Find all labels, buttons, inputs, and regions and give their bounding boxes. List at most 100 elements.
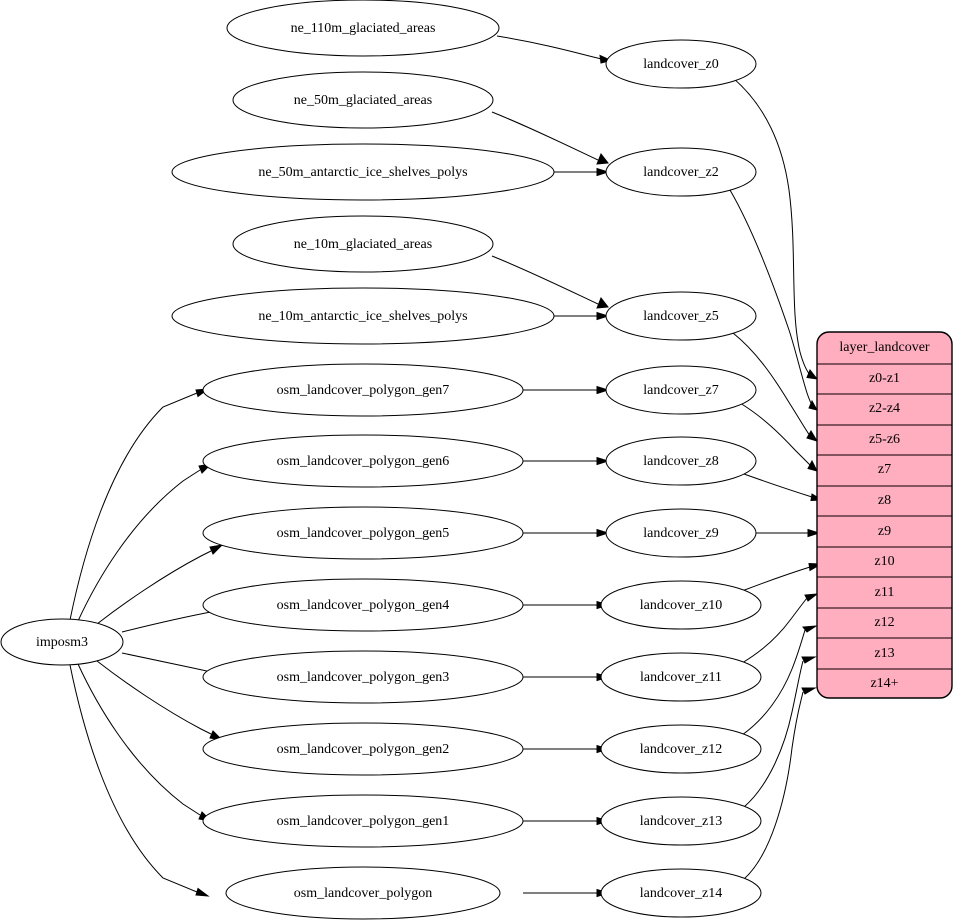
ellipse-shape (0, 618, 124, 666)
table-outline (816, 331, 953, 699)
edge-group-landcover-to-table (729, 77, 824, 880)
node-ne_50m_glaciated_areas[interactable]: ne_50m_glaciated_areas (232, 71, 494, 129)
node-landcover_z5[interactable]: landcover_z5 (605, 291, 757, 341)
node-label: osm_landcover_polygon_gen5 (277, 526, 450, 541)
node-ne_110m_glaciated_areas[interactable]: ne_110m_glaciated_areas (226, 0, 500, 57)
node-label: landcover_z0 (643, 57, 718, 72)
node-label: landcover_z14 (640, 886, 722, 901)
table-row-z5-z6[interactable]: z5-z6 (869, 432, 900, 447)
node-label: osm_landcover_polygon_gen2 (277, 742, 450, 757)
node-label: landcover_z7 (643, 383, 718, 398)
table-header-label: layer_landcover (839, 340, 930, 355)
table-row-z9[interactable]: z9 (878, 524, 891, 539)
ellipse-shape (171, 287, 555, 345)
table-row-z8[interactable]: z8 (878, 493, 891, 508)
edge-z10-to-row-z10 (741, 566, 811, 592)
node-ne_50m_antarctic_ice_shelves_polys[interactable]: ne_50m_antarctic_ice_shelves_polys (171, 143, 555, 201)
node-osm_landcover_polygon_gen2[interactable]: osm_landcover_polygon_gen2 (202, 722, 524, 776)
table-row-z14-plus[interactable]: z14+ (870, 676, 898, 691)
node-label: osm_landcover_polygon_gen1 (277, 814, 450, 829)
edge-z11-to-row-z11 (741, 597, 808, 664)
layer-landcover-table[interactable]: layer_landcover z0-z1 z2-z4 z5-z6 z7 z8 … (816, 331, 953, 699)
node-osm_landcover_polygon_gen7[interactable]: osm_landcover_polygon_gen7 (202, 363, 524, 417)
edge-imposm3-to-gen1 (77, 663, 201, 816)
arrowhead-ne50ant-to-z2 (596, 167, 610, 177)
node-landcover_z7[interactable]: landcover_z7 (605, 365, 757, 415)
edge-imposm3-to-gen5 (96, 550, 212, 625)
node-imposm3[interactable]: imposm3 (0, 618, 124, 666)
arrowhead-z2-to-row-z2z4 (808, 399, 818, 411)
arrowhead-z11-to-row-z11 (804, 593, 819, 602)
arrowhead-ne10glac-to-z5 (596, 297, 609, 309)
table-row-z0-z1[interactable]: z0-z1 (869, 371, 900, 386)
node-landcover_z12[interactable]: landcover_z12 (600, 724, 762, 774)
node-label: landcover_z13 (640, 814, 722, 829)
node-osm_landcover_polygon[interactable]: osm_landcover_polygon (225, 866, 501, 920)
table-row-z10[interactable]: z10 (874, 554, 894, 569)
ellipse-shape (202, 794, 524, 848)
node-ne_10m_antarctic_ice_shelves_polys[interactable]: ne_10m_antarctic_ice_shelves_polys (171, 287, 555, 345)
edge-z12-to-row-z12 (741, 629, 806, 736)
node-landcover_z10[interactable]: landcover_z10 (600, 580, 762, 630)
arrowhead-z12-to-row-z12 (802, 625, 818, 633)
table-row-z12[interactable]: z12 (874, 615, 894, 630)
ellipse-shape (202, 650, 524, 704)
edge-group-osm-to-landcover (523, 385, 610, 898)
edge-imposm3-to-gen6 (77, 469, 201, 622)
edge-z8-to-row-z8 (743, 473, 813, 498)
arrowhead-imposm3-to-osmpoly (195, 887, 210, 897)
node-osm_landcover_polygon_gen5[interactable]: osm_landcover_polygon_gen5 (202, 506, 524, 560)
ellipse-shape (600, 796, 762, 846)
ellipse-shape (202, 722, 524, 776)
ellipse-shape (232, 215, 494, 273)
node-label: landcover_z2 (643, 165, 718, 180)
ellipse-shape (605, 508, 757, 558)
ellipse-shape (202, 578, 524, 632)
arrowhead-z0-to-row-z0z1 (806, 369, 819, 380)
edge-z0-to-row-z0z1 (732, 77, 811, 376)
ellipse-shape (232, 71, 494, 129)
ellipse-shape (202, 363, 524, 417)
node-label: osm_landcover_polygon_gen3 (277, 670, 450, 685)
node-osm_landcover_polygon_gen6[interactable]: osm_landcover_polygon_gen6 (202, 434, 524, 488)
node-label: landcover_z8 (643, 454, 718, 469)
ellipse-shape (605, 291, 757, 341)
node-label: landcover_z12 (640, 742, 722, 757)
ellipse-shape (202, 506, 524, 560)
node-landcover_z14[interactable]: landcover_z14 (600, 868, 762, 918)
arrowhead-gen6-to-z8 (596, 456, 610, 466)
table-row-z7[interactable]: z7 (878, 462, 891, 477)
node-landcover_z9[interactable]: landcover_z9 (605, 508, 757, 558)
node-landcover_z11[interactable]: landcover_z11 (600, 652, 762, 702)
table-row-z2-z4[interactable]: z2-z4 (869, 401, 900, 416)
node-osm_landcover_polygon_gen4[interactable]: osm_landcover_polygon_gen4 (202, 578, 524, 632)
ellipse-shape (226, 0, 500, 57)
node-landcover_z2[interactable]: landcover_z2 (605, 147, 757, 197)
node-ne_10m_glaciated_areas[interactable]: ne_10m_glaciated_areas (232, 215, 494, 273)
arrowhead-z13-to-row-z13 (801, 656, 817, 664)
table-background (816, 331, 953, 699)
node-osm_landcover_polygon_gen1[interactable]: osm_landcover_polygon_gen1 (202, 794, 524, 848)
node-osm_landcover_polygon_gen3[interactable]: osm_landcover_polygon_gen3 (202, 650, 524, 704)
ellipse-shape (600, 868, 762, 918)
table-row-z13[interactable]: z13 (874, 646, 894, 661)
node-label: osm_landcover_polygon (294, 886, 432, 901)
edge-imposm3-to-gen4 (121, 610, 217, 633)
ellipse-shape (605, 436, 757, 486)
node-label: imposm3 (36, 635, 88, 650)
ellipse-shape (605, 39, 757, 89)
edge-ne110-to-z0 (496, 35, 602, 60)
table-row-z11[interactable]: z11 (875, 585, 895, 600)
edge-ne50glac-to-z2 (491, 111, 599, 161)
node-label: osm_landcover_polygon_gen6 (277, 454, 450, 469)
edge-imposm3-to-osmpoly (69, 664, 198, 893)
node-label: ne_10m_antarctic_ice_shelves_polys (258, 309, 467, 324)
edge-imposm3-to-gen7 (69, 392, 198, 621)
node-landcover_z8[interactable]: landcover_z8 (605, 436, 757, 486)
node-label: landcover_z10 (640, 598, 722, 613)
node-landcover_z0[interactable]: landcover_z0 (605, 39, 757, 89)
node-landcover_z13[interactable]: landcover_z13 (600, 796, 762, 846)
arrowhead-ne10ant-to-z5 (596, 311, 610, 321)
edge-z2-to-row-z2z4 (729, 189, 813, 407)
